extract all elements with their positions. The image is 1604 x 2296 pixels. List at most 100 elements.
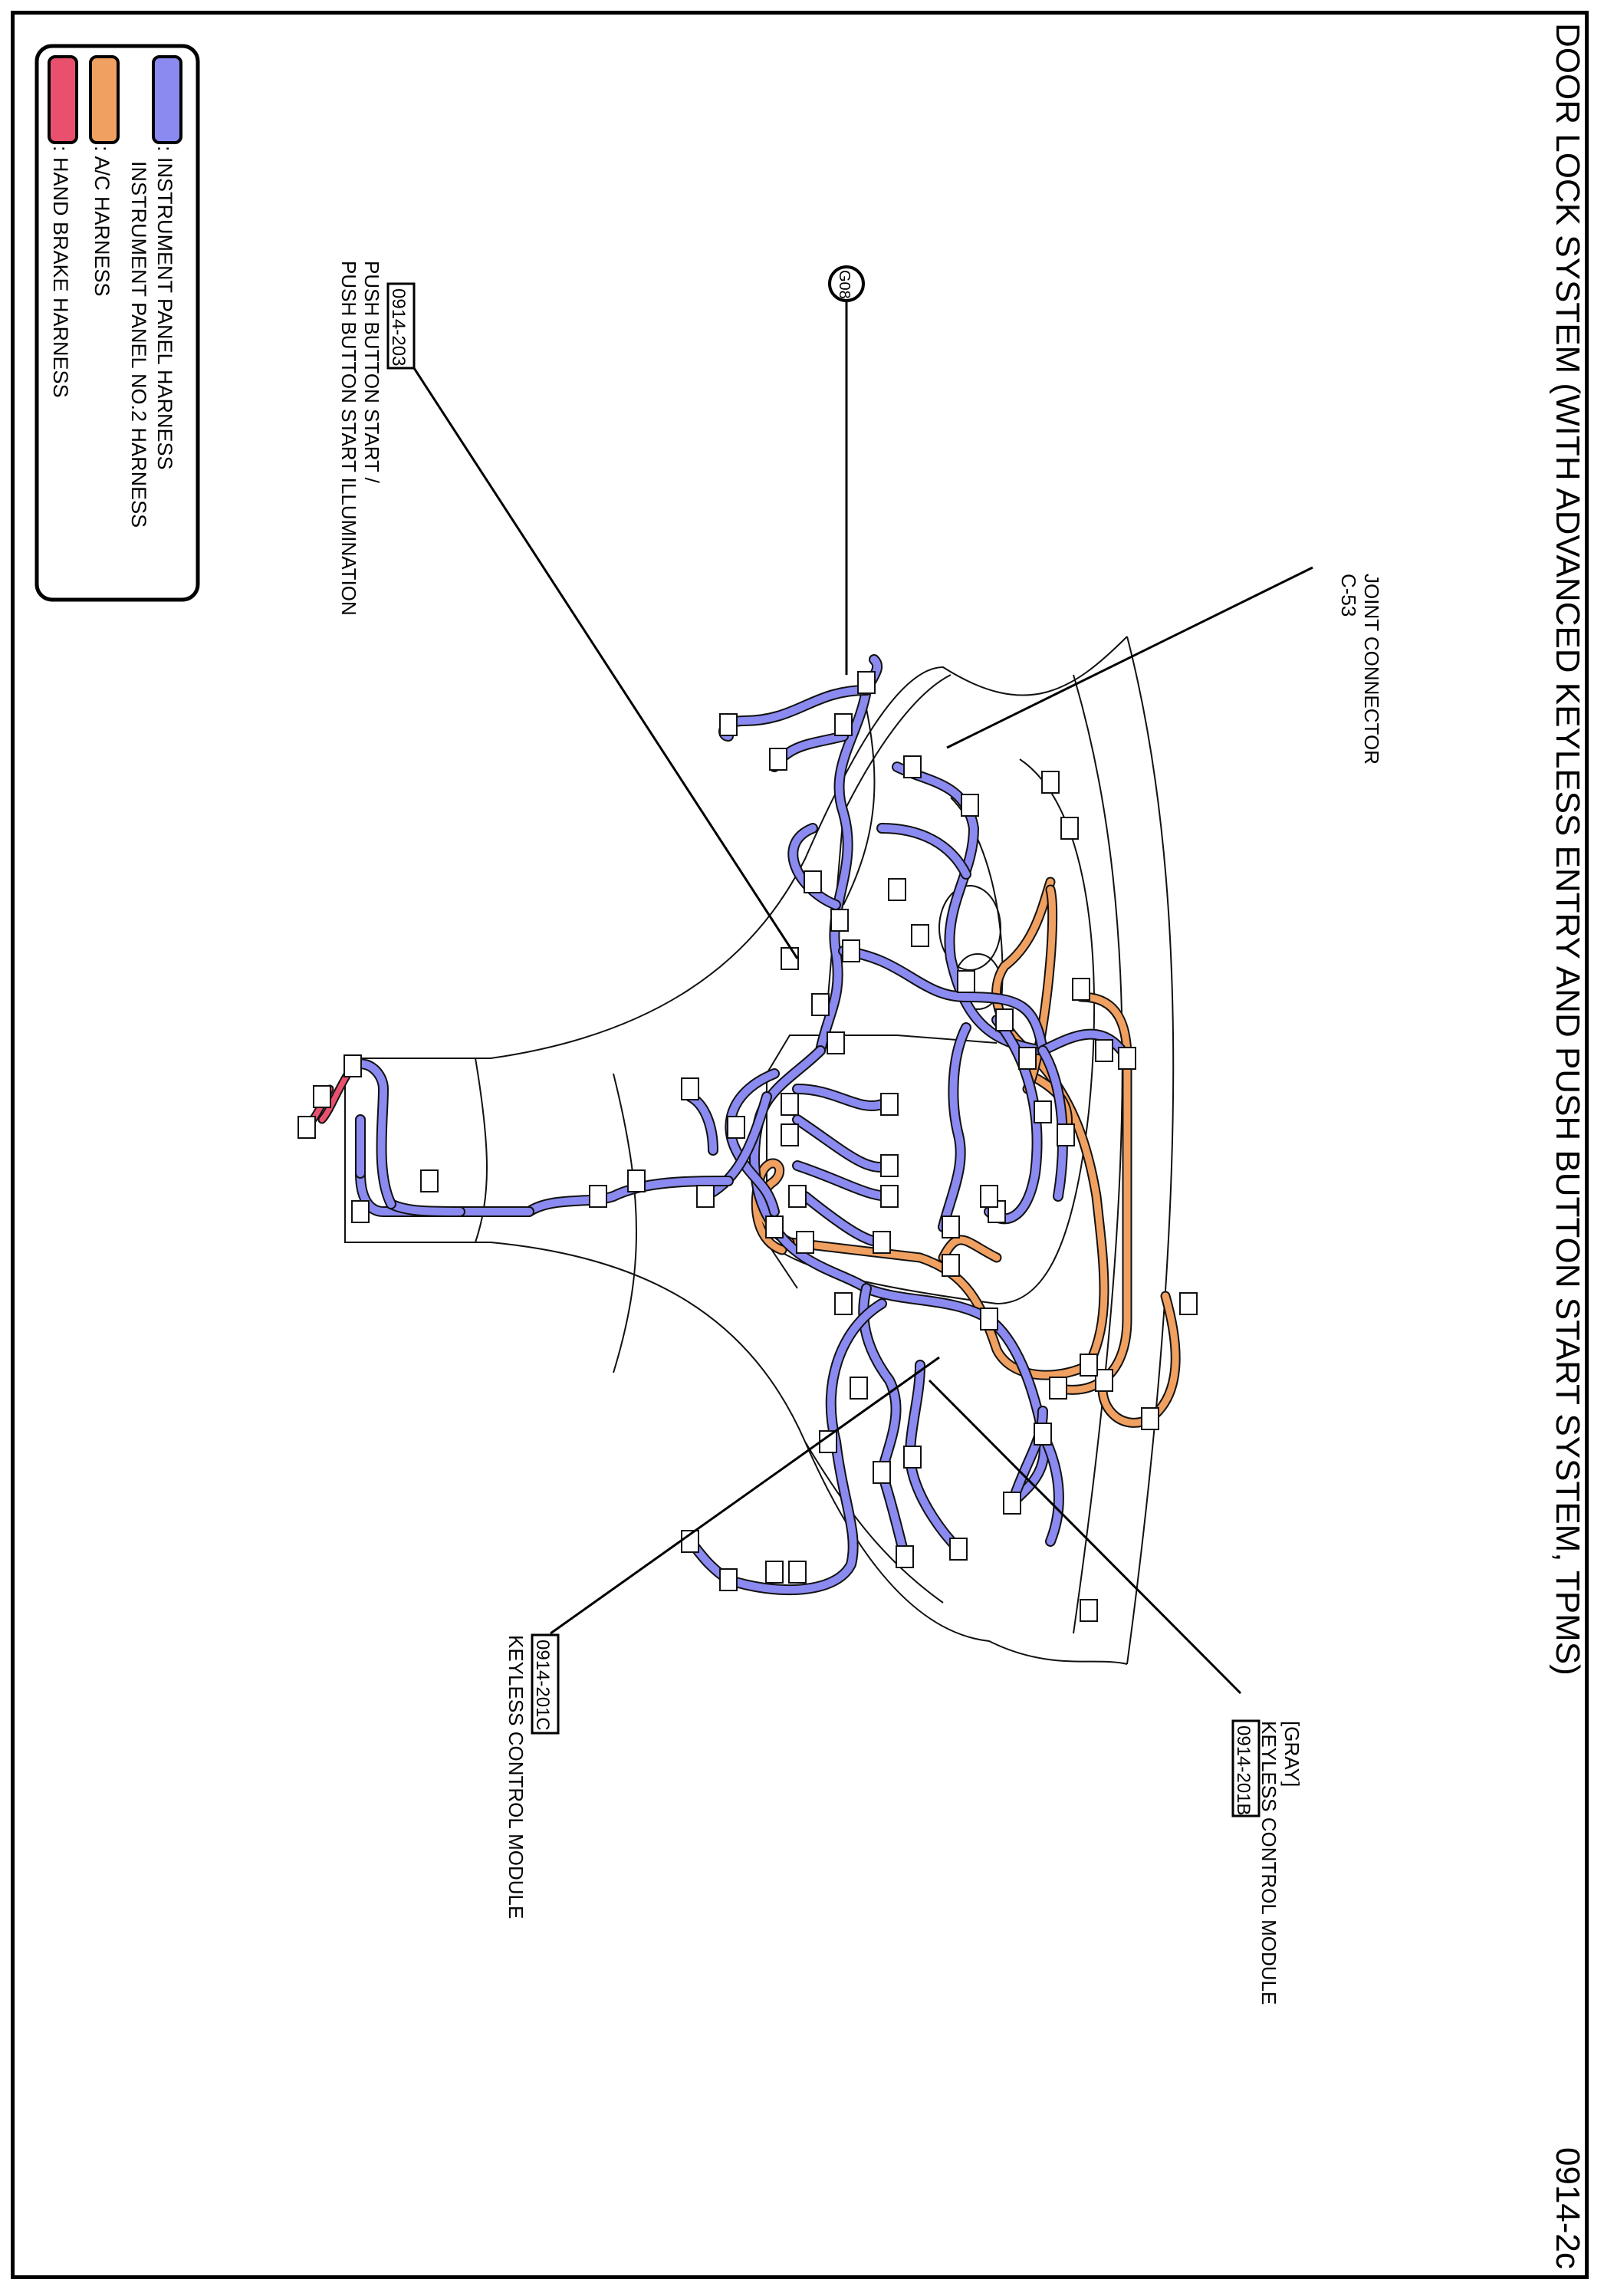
- connector-54: [1057, 1123, 1075, 1146]
- connector-32: [727, 1116, 745, 1139]
- connector-21: [1072, 978, 1090, 1001]
- joint-connector-label-2: C-53: [1337, 574, 1360, 617]
- keyless-b-label: KEYLESS CONTROL MODULE: [1257, 1721, 1280, 2005]
- connector-52: [1179, 1292, 1198, 1315]
- ip-harness-segment-9: [985, 1016, 1041, 1223]
- ip-harness-segment-12: [726, 1070, 778, 1215]
- connector-43: [719, 1568, 738, 1591]
- ip-harness-segment-25: [878, 1469, 909, 1561]
- connector-65: [980, 1185, 998, 1208]
- connector-17: [1018, 1047, 1037, 1070]
- ac-harness-segment-2: [1054, 993, 1131, 1393]
- connector-39: [873, 1461, 891, 1484]
- connector-61: [313, 1085, 331, 1108]
- leader-push-button: [413, 367, 799, 959]
- callout-keyless-c: 0914-201C KEYLESS CONTROL MODULE: [505, 1633, 560, 1919]
- ac-harness: [751, 877, 1181, 1428]
- legend: : INSTRUMENT PANEL HARNESS INSTRUMENT PA…: [35, 44, 200, 602]
- connector-33: [681, 1077, 699, 1100]
- connectors: [297, 671, 1198, 1622]
- ip-harness-segment-28: [387, 1200, 464, 1215]
- ip-harness-segment-21: [686, 1300, 886, 1594]
- connector-45: [788, 1561, 807, 1584]
- ip-harness-segment-13: [702, 1093, 771, 1200]
- connector-19: [1095, 1039, 1113, 1062]
- connector-53: [942, 1254, 960, 1277]
- connector-67: [827, 1031, 845, 1054]
- connector-18: [1034, 1100, 1052, 1123]
- ip-harness-segment-10: [1039, 1047, 1067, 1200]
- push-button-label-1: PUSH BUTTON START /: [360, 261, 383, 484]
- connector-42: [765, 1561, 784, 1584]
- keyless-c-code: 0914-201C: [532, 1640, 553, 1731]
- ip-harness-segment-23: [1008, 1407, 1047, 1507]
- connector-56: [589, 1185, 607, 1208]
- connector-28: [781, 1093, 799, 1116]
- connector-36: [1034, 1423, 1052, 1446]
- connector-11: [842, 939, 860, 962]
- ip-harness-segment-1: [817, 686, 870, 1054]
- legend-label-ip2: INSTRUMENT PANEL NO.2 HARNESS: [127, 161, 150, 528]
- legend-label-handbrake: : HAND BRAKE HARNESS: [49, 146, 72, 398]
- connector-9: [804, 870, 822, 893]
- connector-62: [834, 1292, 853, 1315]
- connector-35: [980, 1308, 998, 1331]
- connector-23: [942, 1215, 960, 1238]
- connector-50: [1080, 1354, 1098, 1377]
- connector-27: [873, 1231, 891, 1254]
- connector-16: [995, 1008, 1014, 1031]
- connector-30: [788, 1185, 807, 1208]
- connector-6: [961, 794, 979, 817]
- leader-joint-connector: [946, 566, 1313, 749]
- ip-harness-segment-26: [525, 1177, 732, 1215]
- connector-14: [911, 924, 929, 947]
- connector-51: [1049, 1377, 1067, 1400]
- connector-58: [351, 1200, 370, 1223]
- connector-31: [765, 1215, 784, 1238]
- ip-harness-segment-19: [863, 1285, 1048, 1507]
- keyless-c-label: KEYLESS CONTROL MODULE: [505, 1635, 528, 1919]
- connector-48: [1141, 1407, 1159, 1430]
- connector-8: [1060, 817, 1079, 840]
- connector-29: [781, 1123, 799, 1146]
- page-border: [11, 11, 1589, 2279]
- ip-harness-segment-18: [939, 1024, 970, 1231]
- ip-harness-segment-7: [840, 947, 1047, 1054]
- callout-push-button: 0914-203 PUSH BUTTON START / PUSH BUTTON…: [337, 261, 416, 616]
- push-button-code: 0914-203: [388, 288, 409, 366]
- connector-5: [903, 755, 922, 778]
- connector-41: [896, 1545, 914, 1568]
- ip-harness-segment-6: [878, 824, 970, 878]
- connector-10: [830, 909, 849, 932]
- keyless-b-color: [GRAY]: [1280, 1721, 1303, 1787]
- connector-60: [297, 1116, 316, 1139]
- legend-swatch-handbrake: [48, 55, 78, 144]
- ac-harness-segment-6: [939, 1236, 1001, 1261]
- legend-label-ip: : INSTRUMENT PANEL HARNESS: [153, 146, 176, 470]
- connector-2: [769, 748, 787, 771]
- connector-3: [834, 713, 853, 736]
- connector-20: [1118, 1047, 1136, 1070]
- page-number: 0914-2c: [1549, 2147, 1586, 2269]
- connector-13: [811, 993, 830, 1016]
- connector-57: [420, 1169, 439, 1192]
- ip-harness-segment-15: [794, 1116, 893, 1171]
- connector-25: [880, 1154, 899, 1177]
- ip-harness-segment-4: [789, 824, 840, 909]
- connector-12: [781, 947, 799, 970]
- legend-swatch-ip: [152, 55, 182, 144]
- keyless-b-code: 0914-201B: [1233, 1725, 1254, 1815]
- ac-harness-segment-8: [1024, 886, 1057, 1093]
- joint-connector-label-1: JOINT CONNECTOR: [1360, 574, 1383, 765]
- connector-49: [1095, 1369, 1113, 1392]
- legend-box: [35, 44, 200, 602]
- connector-64: [888, 878, 906, 901]
- leader-lines: [413, 282, 1313, 1695]
- legend-label-ac: : A/C HARNESS: [90, 146, 113, 297]
- connector-34: [696, 1185, 715, 1208]
- connector-15: [957, 970, 975, 993]
- ip-harness-segment-5: [893, 763, 1047, 1054]
- instrument-panel-harness: [347, 654, 1132, 1596]
- ip-harness-segment-29: [349, 1060, 395, 1208]
